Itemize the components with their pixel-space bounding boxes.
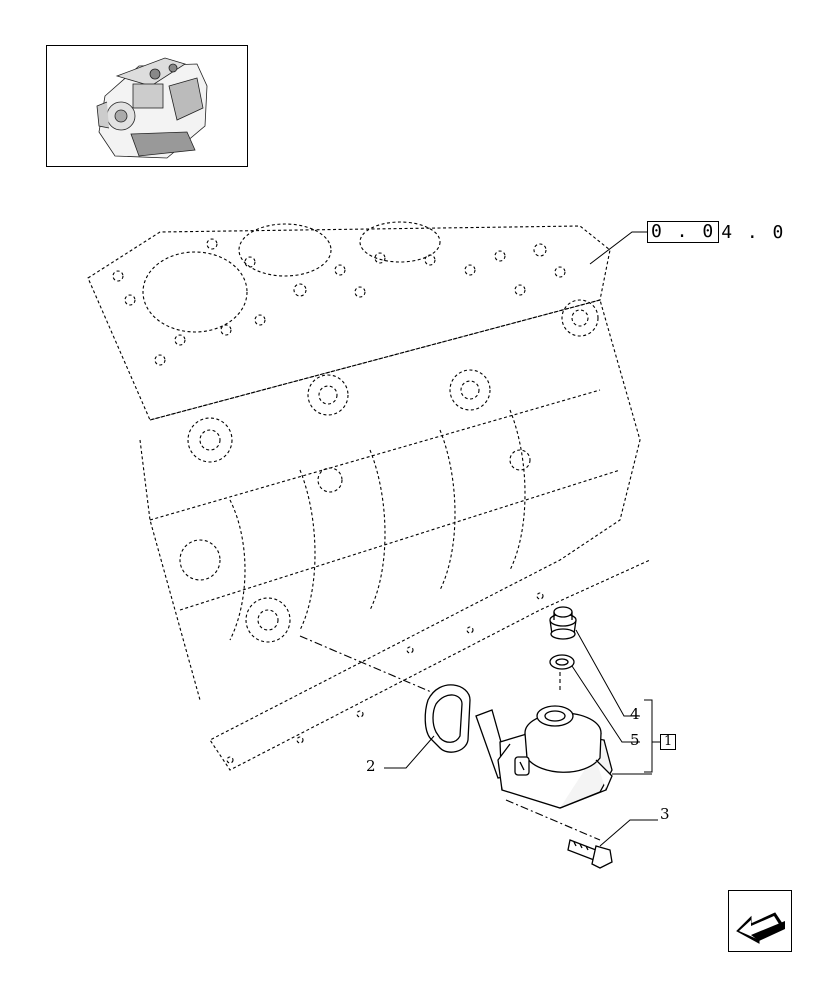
callout-2: 2	[366, 757, 376, 775]
block-side-face	[149, 299, 651, 771]
gasket	[424, 684, 471, 753]
washer	[549, 654, 575, 670]
section-reference-rest: 4 . 0	[721, 221, 786, 243]
fuel-pump	[475, 705, 613, 809]
section-reference-boxed: 0 . 0	[647, 221, 720, 243]
engine-thumbnail-icon	[96, 57, 208, 159]
engine-thumbnail	[46, 45, 248, 167]
callout-3: 3	[660, 805, 670, 823]
union-fitting	[549, 606, 577, 640]
assembly-group-label: 1	[660, 734, 677, 750]
section-reference-link[interactable]: 0 . 0 4 . 0	[647, 221, 785, 243]
cylinder-bore-2	[238, 223, 332, 277]
callout-5: 5	[630, 731, 640, 749]
callout-4: 4	[630, 705, 640, 723]
back-arrow-icon	[736, 912, 785, 944]
cylinder-bore-1	[142, 251, 248, 333]
block-top-deck	[87, 225, 611, 421]
bolt	[567, 839, 613, 869]
cylinder-bore-3	[359, 221, 441, 263]
back-navigation-button[interactable]	[728, 890, 792, 952]
